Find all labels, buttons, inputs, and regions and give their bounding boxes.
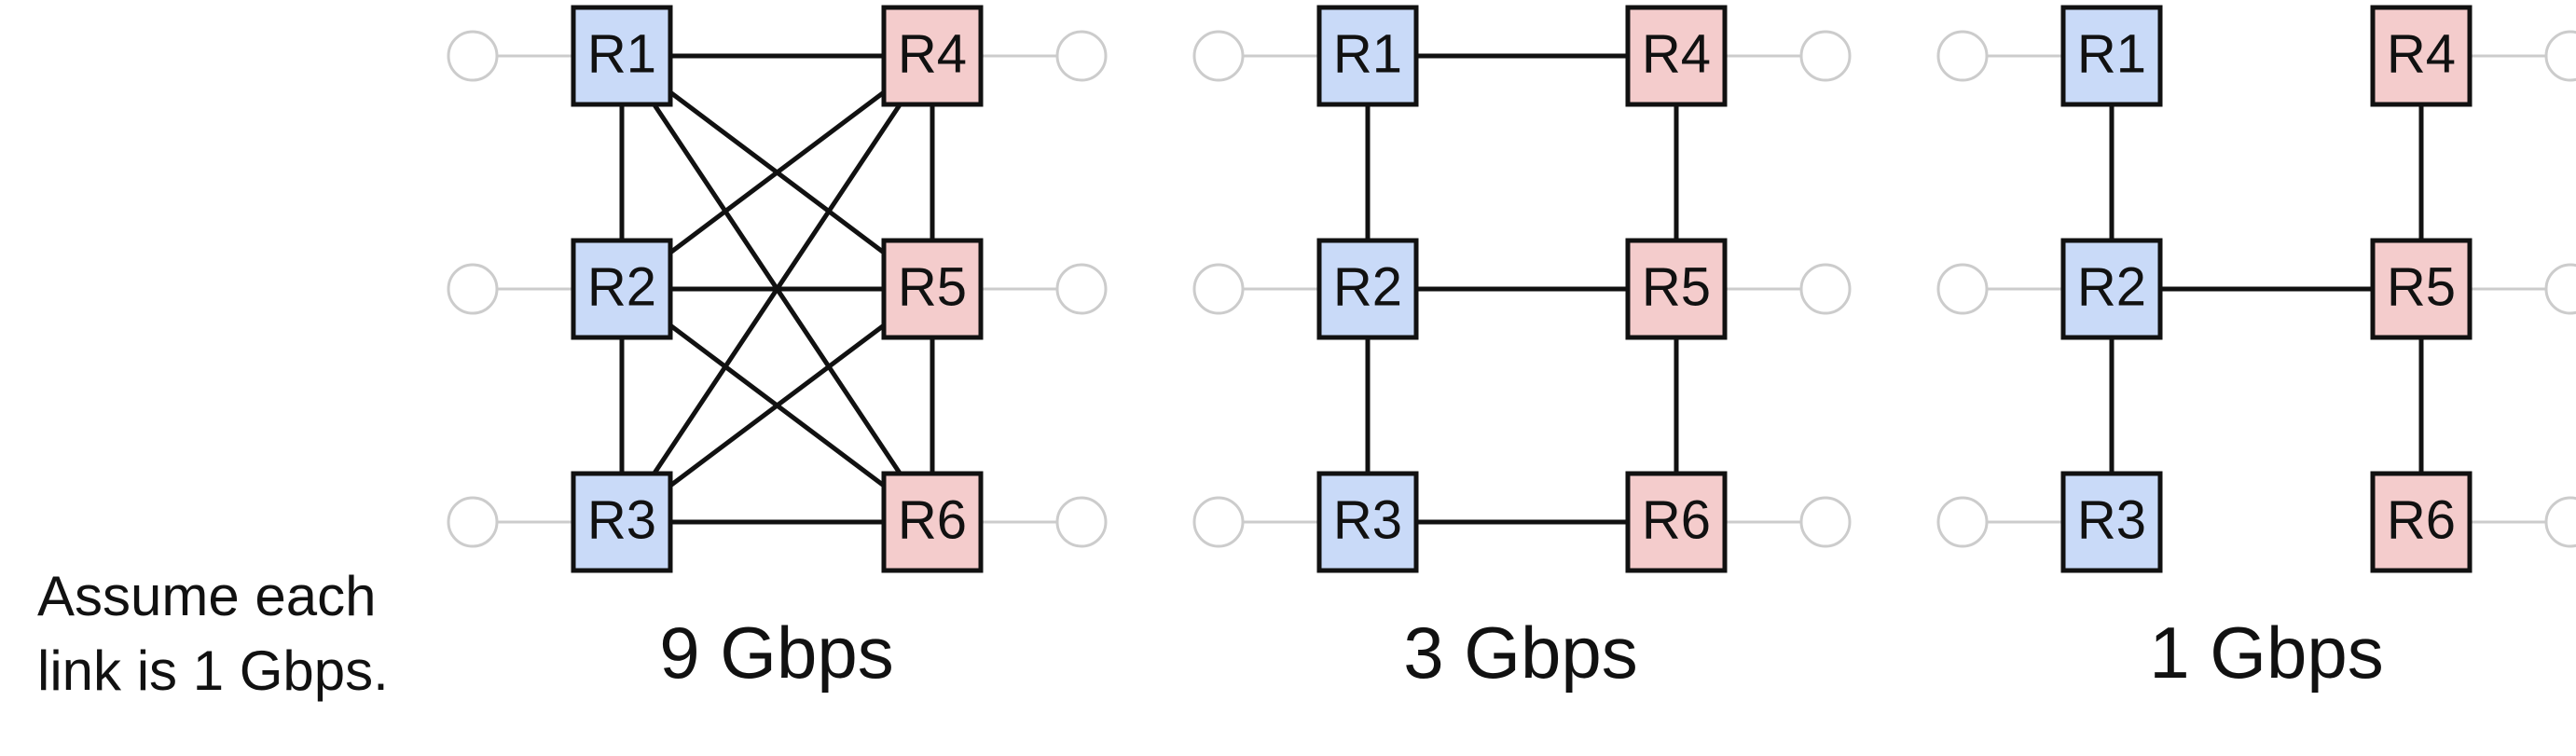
router-label-r3: R3 (1333, 489, 1402, 550)
router-r4: R4 (2370, 5, 2473, 107)
host-node-r2 (447, 263, 499, 315)
router-r2: R2 (571, 238, 673, 340)
router-r4: R4 (1625, 5, 1728, 107)
router-box-r2 (1316, 238, 1419, 340)
router-r6: R6 (1625, 471, 1728, 573)
host-node-r3 (447, 496, 499, 548)
assumption-note-line-2: link is 1 Gbps. (37, 639, 389, 702)
router-box-r1 (1316, 5, 1419, 107)
router-box-r5 (1625, 238, 1728, 340)
host-node-r6 (1799, 496, 1852, 548)
router-r5: R5 (2370, 238, 2473, 340)
router-label-r4: R4 (1642, 23, 1711, 84)
host-node-r6 (1055, 496, 1108, 548)
router-box-r3 (2060, 471, 2163, 573)
router-box-r2 (2060, 238, 2163, 340)
router-label-r3: R3 (587, 489, 656, 550)
host-node-r3 (1192, 496, 1245, 548)
link-r2-r4 (619, 53, 935, 292)
router-box-r1 (571, 5, 673, 107)
assumption-note-line-1: Assume each (37, 565, 377, 627)
panel-1-bandwidth-label: 9 Gbps (659, 612, 894, 694)
router-label-r3: R3 (2077, 489, 2146, 550)
router-r5: R5 (1625, 238, 1728, 340)
panel-2-bandwidth-label: 3 Gbps (1403, 612, 1638, 694)
host-node-r6 (2544, 496, 2576, 548)
host-node-r4 (2544, 30, 2576, 82)
router-box-r5 (2370, 238, 2473, 340)
host-node-r1 (1192, 30, 1245, 82)
host-node-r3 (1936, 496, 1989, 548)
router-label-r6: R6 (2387, 489, 2456, 550)
router-label-r5: R5 (1642, 256, 1711, 317)
host-node-r4 (1799, 30, 1852, 82)
assumption-note: Assume each link is 1 Gbps. (37, 559, 429, 708)
router-label-r1: R1 (1333, 23, 1402, 84)
router-box-r3 (571, 471, 673, 573)
panel-3-bandwidth-label: 1 Gbps (2149, 612, 2384, 694)
router-r4: R4 (881, 5, 984, 107)
host-node-r5 (1055, 263, 1108, 315)
host-node-r1 (447, 30, 499, 82)
host-node-r1 (1936, 30, 1989, 82)
router-r5: R5 (881, 238, 984, 340)
router-box-r5 (881, 238, 984, 340)
router-label-r5: R5 (2387, 256, 2456, 317)
router-r3: R3 (571, 471, 673, 573)
router-box-r4 (1625, 5, 1728, 107)
link-r3-r4 (619, 53, 935, 525)
router-r2: R2 (2060, 238, 2163, 340)
router-label-r5: R5 (898, 256, 967, 317)
router-label-r1: R1 (587, 23, 656, 84)
router-r6: R6 (2370, 471, 2473, 573)
host-node-r5 (2544, 263, 2576, 315)
host-node-r5 (1799, 263, 1852, 315)
router-box-r6 (2370, 471, 2473, 573)
host-node-r4 (1055, 30, 1108, 82)
router-r1: R1 (1316, 5, 1419, 107)
router-box-r1 (2060, 5, 2163, 107)
router-r2: R2 (1316, 238, 1419, 340)
router-box-r4 (2370, 5, 2473, 107)
host-node-r2 (1936, 263, 1989, 315)
router-r1: R1 (2060, 5, 2163, 107)
router-box-r6 (1625, 471, 1728, 573)
router-r1: R1 (571, 5, 673, 107)
router-r3: R3 (2060, 471, 2163, 573)
router-label-r2: R2 (1333, 256, 1402, 317)
router-box-r2 (571, 238, 673, 340)
router-label-r4: R4 (898, 23, 967, 84)
router-label-r2: R2 (2077, 256, 2146, 317)
router-label-r1: R1 (2077, 23, 2146, 84)
link-r3-r5 (619, 286, 935, 525)
router-label-r4: R4 (2387, 23, 2456, 84)
router-box-r6 (881, 471, 984, 573)
router-label-r6: R6 (898, 489, 967, 550)
router-label-r6: R6 (1642, 489, 1711, 550)
host-node-r2 (1192, 263, 1245, 315)
router-box-r3 (1316, 471, 1419, 573)
router-box-r4 (881, 5, 984, 107)
router-r3: R3 (1316, 471, 1419, 573)
router-label-r2: R2 (587, 256, 656, 317)
router-r6: R6 (881, 471, 984, 573)
